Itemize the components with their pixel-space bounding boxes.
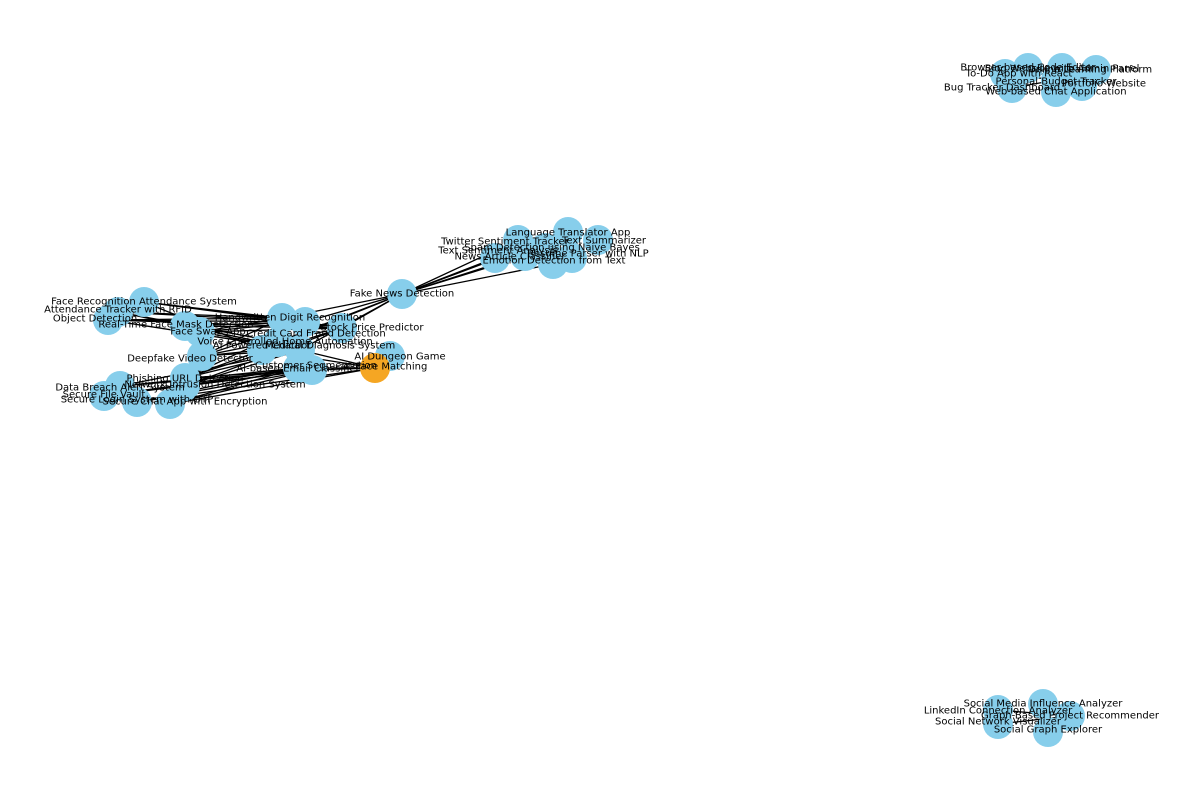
node-label: AI Dungeon Game	[354, 352, 445, 363]
graph-node	[129, 287, 159, 317]
node-label: Personal Budget Tracker	[996, 77, 1118, 88]
node-label: Emotion Detection from Text	[483, 256, 626, 267]
node-label: Handwritten Digit Recognition	[215, 313, 366, 324]
graph-node	[997, 73, 1027, 103]
node-label: Credit Card Fraud Detection	[246, 329, 386, 340]
graph-edge	[119, 367, 299, 387]
graph-node	[267, 303, 297, 333]
node-label: LinkedIn Connection Analyzer	[924, 706, 1073, 717]
node-label: Bug Tracker Dashboard	[944, 83, 1060, 94]
node-label: Social Media Influence Analyzer	[964, 699, 1124, 710]
node-label: Secure File Vault	[63, 390, 146, 401]
node-label: Object Detection	[53, 314, 137, 325]
node-label: Web-based Chat Application	[985, 87, 1126, 98]
graph-node	[187, 341, 217, 371]
graph-node	[1033, 717, 1063, 747]
graph-node	[583, 225, 613, 255]
node-label: Phishing URL Detection	[127, 374, 244, 385]
graph-node	[185, 317, 215, 347]
node-label: Customer Segmentation	[255, 361, 377, 372]
graph-node	[89, 381, 119, 411]
graph-node	[93, 305, 123, 335]
node-label: To-Do App with React	[965, 69, 1073, 80]
graph-edge	[304, 293, 403, 323]
node-label: Browser-based Code Editor	[960, 63, 1096, 74]
node-label: Data Breach Alert System	[55, 383, 184, 394]
graph-node	[1013, 53, 1043, 83]
graph-node	[480, 243, 510, 273]
node-label: AI Face Matching	[343, 362, 428, 373]
node-label: Network Intrusion Detection System	[124, 380, 305, 391]
node-label: Text Sentiment Analysis	[437, 246, 557, 257]
graph-node	[360, 353, 390, 383]
node-label: Deepfake Video Detector	[127, 354, 253, 365]
node-label: Stock Price Predictor	[320, 323, 424, 334]
node-label: AI Powered Chatbot	[213, 341, 311, 352]
node-label: Social Graph Explorer	[994, 725, 1103, 736]
node-label: Fake News Detection	[350, 289, 455, 300]
node-label: Medical Diagnosis System	[265, 341, 396, 352]
label-layer: Fake News Detection Language Translator A…	[44, 63, 1160, 736]
node-label: Voice Controlled Home Automation	[197, 337, 372, 348]
node-label: Social Network Visualizer	[935, 717, 1062, 728]
graph-node	[1067, 71, 1097, 101]
graph-node	[1041, 77, 1071, 107]
node-label: Portfolio Website	[1062, 79, 1146, 90]
graph-node	[553, 217, 583, 247]
node-label: Resume Parser with NLP	[527, 249, 648, 260]
graph-node	[155, 389, 185, 419]
graph-node	[247, 335, 277, 365]
node-label: Graph-Based Project Recommender	[981, 711, 1160, 722]
node-label: Secure Chat App with Encryption	[103, 397, 268, 408]
graph-node	[510, 241, 540, 271]
graph-node	[1028, 689, 1058, 719]
node-label: Twitter Sentiment Tracker	[440, 237, 570, 248]
node-label: Face Swap App	[170, 327, 246, 338]
graph-node	[387, 279, 417, 309]
graph-node	[283, 353, 313, 383]
graph-node	[983, 709, 1013, 739]
node-label: Face Recognition Attendance System	[51, 297, 237, 308]
graph-node	[122, 387, 152, 417]
graph-node	[538, 249, 568, 279]
node-label: Text Summarizer	[561, 236, 647, 247]
node-label: Secure Login System with OTP	[61, 395, 214, 406]
node-label: Attendance Tracker with RFID	[44, 305, 192, 316]
node-label: News Article Classifier	[454, 252, 566, 263]
node-label: Language Translator App	[506, 228, 631, 239]
graph-node	[1055, 701, 1085, 731]
node-label: Online Learning Platform	[1028, 65, 1152, 76]
graph-node	[327, 313, 357, 343]
node-label: Spam Detection using Naive Bayes	[464, 243, 640, 254]
node-label: Blog Website with Admin Panel	[985, 64, 1140, 75]
node-label: AI-based Email Classifier	[236, 364, 360, 375]
graph-edge	[169, 367, 376, 405]
graph-node	[290, 307, 320, 337]
node-layer	[89, 53, 1111, 747]
node-label: Real-Time Face Mask Detection	[98, 320, 253, 331]
graph-edge	[401, 257, 496, 295]
